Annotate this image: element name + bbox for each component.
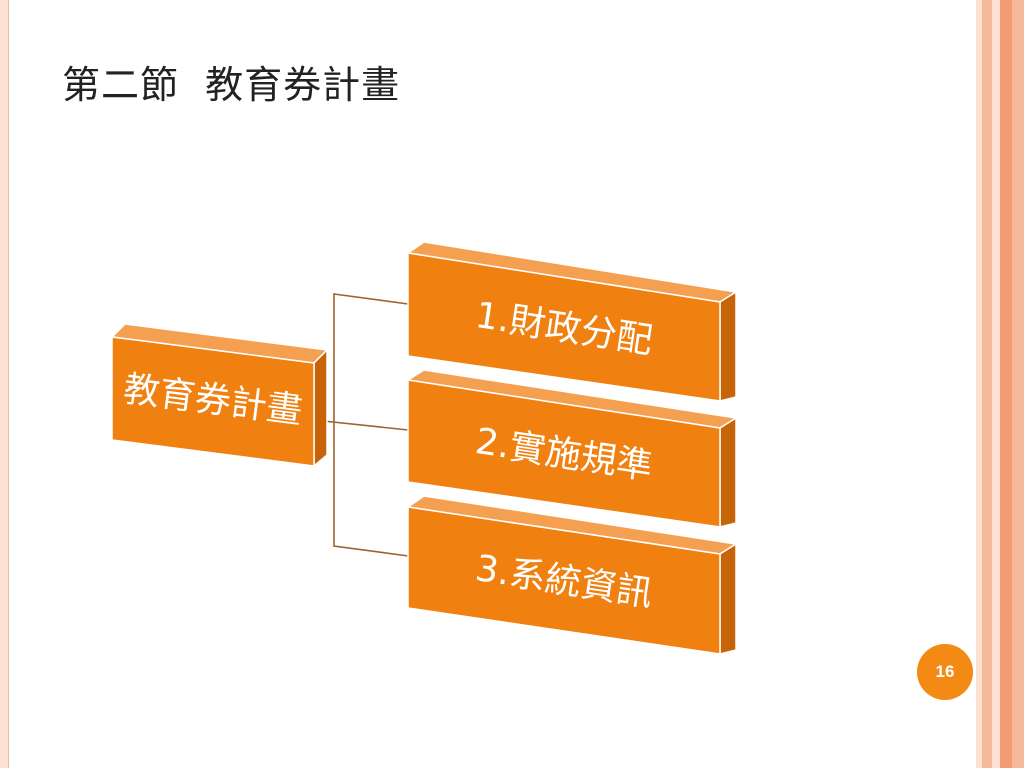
child-box-2-front [407,379,721,528]
child-box-3-front [407,506,721,655]
right-stripe-2 [982,0,992,768]
root-box-front [111,336,315,467]
root-box[interactable]: 教育券計畫 [110,323,329,468]
child-box-1-side [719,290,737,402]
left-border-line [8,0,9,768]
connector-lines [313,293,409,557]
connector-line-3 [333,420,409,557]
right-stripe-1 [976,0,982,768]
connector-line-2 [333,293,409,420]
child-box-3[interactable]: 3.系統資訊 [406,495,739,655]
root-box-side [313,348,328,468]
page-number-badge: 16 [917,644,973,700]
right-stripe-4 [1000,0,1012,768]
connector-line-1 [313,419,409,431]
child-box-2-side [719,416,737,528]
left-border-stripe [0,0,8,768]
child-box-2[interactable]: 2.實施規準 [405,369,739,528]
right-stripe-5 [1012,0,1024,768]
child-box-3-side [719,542,737,655]
slide-title: 第二節 教育券計畫 [62,63,401,107]
child-box-1-front [407,252,721,402]
child-box-1[interactable]: 1.財政分配 [406,241,739,402]
right-stripe-3 [992,0,1000,768]
